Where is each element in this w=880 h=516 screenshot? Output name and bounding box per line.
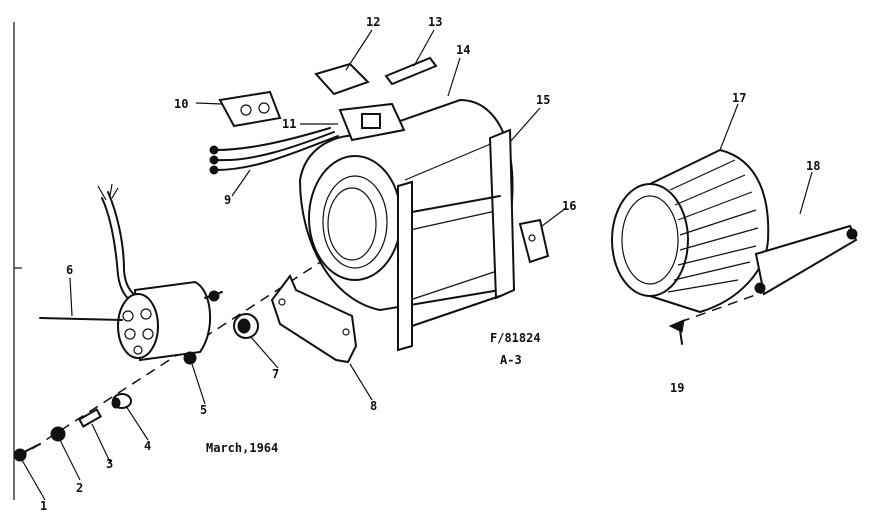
callout-6: 6 (66, 263, 73, 277)
leader-lines (21, 29, 813, 501)
part-7-washer (233, 313, 259, 339)
part-17-blower-wheel (611, 149, 770, 313)
callout-12: 12 (366, 15, 380, 29)
part-10-terminal-block (218, 90, 282, 128)
part-6-motor (39, 183, 223, 362)
callout-17: 17 (732, 91, 746, 105)
part-16-bracket (518, 218, 550, 264)
part-11-junction-box (338, 102, 406, 142)
callout-16: 16 (562, 199, 576, 213)
part-3-pin (77, 408, 103, 428)
part-4-bushing (111, 393, 132, 409)
part-14-blower-housing (298, 98, 514, 312)
callout-3: 3 (106, 457, 113, 471)
callout-19: 19 (670, 381, 684, 395)
date-caption: March,1964 (206, 441, 278, 455)
figure-sheet: A-3 (500, 353, 522, 367)
callout-2: 2 (76, 481, 83, 495)
callout-15: 15 (536, 93, 550, 107)
part-8-motor-bracket (270, 274, 358, 364)
callout-18: 18 (806, 159, 820, 173)
figure-code: F/81824 (490, 331, 541, 345)
callout-9: 9 (224, 193, 231, 207)
part-1-bolt (13, 443, 41, 462)
callout-4: 4 (144, 439, 151, 453)
callout-1: 1 (40, 499, 47, 513)
part-12-cover-plate (314, 62, 370, 96)
callout-7: 7 (272, 367, 279, 381)
part-5-clip (183, 351, 197, 365)
part-13-strip (384, 56, 438, 86)
callout-5: 5 (200, 403, 207, 417)
part-2-nut (50, 426, 66, 442)
callout-8: 8 (370, 399, 377, 413)
part-15-housing-brace (397, 128, 516, 352)
callout-11: 11 (282, 117, 296, 131)
part-18-cutoff-plate (754, 224, 858, 296)
callout-13: 13 (428, 15, 442, 29)
part-9-wire-leads (209, 127, 339, 175)
part-19-screw (668, 319, 685, 345)
callout-14: 14 (456, 43, 470, 57)
callout-10: 10 (174, 97, 188, 111)
